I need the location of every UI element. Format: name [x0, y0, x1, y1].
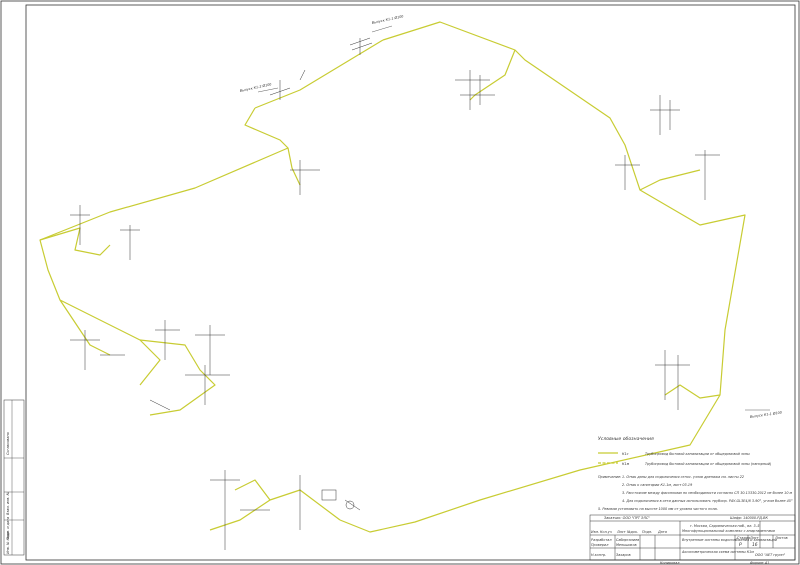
title-block-text: Заказчик: ООО "ПРТ ЭЛС" Шифр: 140000-РД-…: [591, 516, 788, 565]
pipe-branch-w1: [39, 227, 111, 256]
margin-label-replaces: Взам. инв. №: [6, 492, 10, 515]
cluster-ne: [455, 70, 495, 110]
legend-title: Условные обозначения: [598, 436, 654, 442]
pipeline-k1: [39, 21, 746, 533]
stamp-sheet-header: Лист: [749, 536, 760, 540]
stamp-role-developer: Разработал: [591, 538, 612, 542]
pipe-branch-s1: [209, 489, 341, 531]
stamp-org: ООО "АЕТ групп": [755, 553, 786, 557]
cluster-s2: [321, 489, 361, 511]
cluster-w2: [70, 330, 125, 370]
pipe-branch-se: [664, 384, 721, 399]
stamp-section: Внутренние системы водоснабжения и канал…: [682, 538, 778, 542]
outlet-label-3: Выпуск К1-1 Ø100: [749, 410, 782, 419]
stamp-name-checker: Меньшиков: [616, 543, 637, 547]
stamp-sheet-no: 16: [752, 542, 758, 548]
note-4: 4. Для подключения в сети данных использ…: [622, 499, 793, 503]
stamp-address: г. Москва, Садовническая наб., вл. 3–5: [690, 524, 760, 528]
note-1: 1. Отмы даны для подключения относ. узло…: [622, 475, 744, 479]
fitting-clusters: [70, 37, 720, 550]
stamp-sheet-title: Аксонометрическая схема системы К1м: [681, 550, 754, 554]
stamp-stage-header: Стадия: [737, 536, 750, 540]
stamp-role-checker: Проверил: [591, 543, 609, 547]
stamp-code: Шифр: 140000-РД-ВК: [730, 516, 769, 520]
stamp-name-normcontrol: Захаров: [616, 553, 631, 557]
margin-label-inventory: Инв. № подл.: [6, 531, 10, 554]
margin-label-signature: Подп. и дата: [6, 517, 10, 540]
stamp-customer: Заказчик: ООО "ПРТ ЭЛС": [604, 516, 650, 520]
outlet-labels: Выпуск К1-1 Ø100 Выпуск К1-2 Ø100 Выпуск…: [239, 13, 782, 419]
legend: Условные обозначения К1с Трубопровод быт…: [598, 436, 771, 466]
notes-heading: Примечание:: [598, 475, 621, 479]
legend-text-1: Трубопровод бытовой канализации от общед…: [645, 452, 750, 456]
note-2: 2. Отмы к санитарии К1-1м, лист 03-19: [622, 483, 692, 487]
title-block: [589, 514, 796, 561]
stamp-col-sign: Подп.: [642, 530, 652, 534]
stamp-col-doc: №док.: [626, 530, 638, 534]
outlet-label-1: Выпуск К1-1 Ø100: [371, 13, 404, 25]
stamp-col-date: Дата: [657, 530, 667, 534]
stamp-format: Формат А1: [750, 561, 769, 565]
stamp-name-developer: Сабиргалиев: [616, 538, 639, 542]
stamp-col-qty: Кол.уч: [600, 530, 612, 534]
note-5: 5. Ревизии установить на высоте 1000 мм …: [598, 507, 718, 511]
left-margin-strip: Согласовано Взам. инв. № Подп. и дата Ин…: [3, 399, 25, 556]
pipe-branch-w2: [59, 299, 111, 356]
pipe-branch-s2: [234, 479, 271, 501]
stamp-col-sheet: Лист: [616, 530, 627, 534]
notes: Примечание: 1. Отмы даны для подключения…: [598, 475, 793, 511]
outlet-label-2: Выпуск К1-2 Ø100: [239, 81, 272, 93]
legend-text-2: Трубопровод бытовой канализации от общед…: [645, 462, 771, 466]
stamp-copied: Копировал: [660, 561, 680, 565]
stamp-sheets-header: Листов: [774, 536, 788, 540]
cluster-c1: [155, 320, 225, 375]
cluster-n1: [349, 37, 373, 55]
pipe-branch-nw: [254, 39, 384, 109]
pipe-branch-ne: [469, 49, 516, 101]
margin-label-approved: Согласовано: [6, 432, 10, 455]
legend-code-1: К1с: [622, 452, 629, 456]
pipe-branch-east: [639, 169, 701, 191]
cluster-c3: [290, 160, 320, 195]
cluster-s1: [210, 470, 301, 550]
note-3: 3. Расстояние между фасонными по необход…: [622, 491, 793, 495]
cluster-e2: [615, 150, 720, 200]
legend-code-2: К1м: [622, 462, 630, 466]
pipe-branch-c1: [139, 339, 216, 416]
pipe-branch-c2: [287, 147, 301, 186]
pipe-main-loop: [339, 21, 746, 533]
drawing-frame: [25, 4, 796, 561]
stamp-object: Многофункциональный комплекс с апартамен…: [682, 529, 776, 533]
stamp-col-change: Изм.: [591, 530, 599, 534]
cluster-c2: [149, 365, 230, 411]
stamp-role-normcontrol: Н.контр.: [591, 553, 606, 557]
stamp-stage: Р: [739, 542, 742, 548]
cluster-e1: [650, 95, 680, 135]
cluster-w1: [70, 205, 140, 260]
cluster-n2: [269, 69, 306, 100]
pipe-west-run: [39, 107, 289, 386]
cluster-se: [655, 350, 690, 410]
